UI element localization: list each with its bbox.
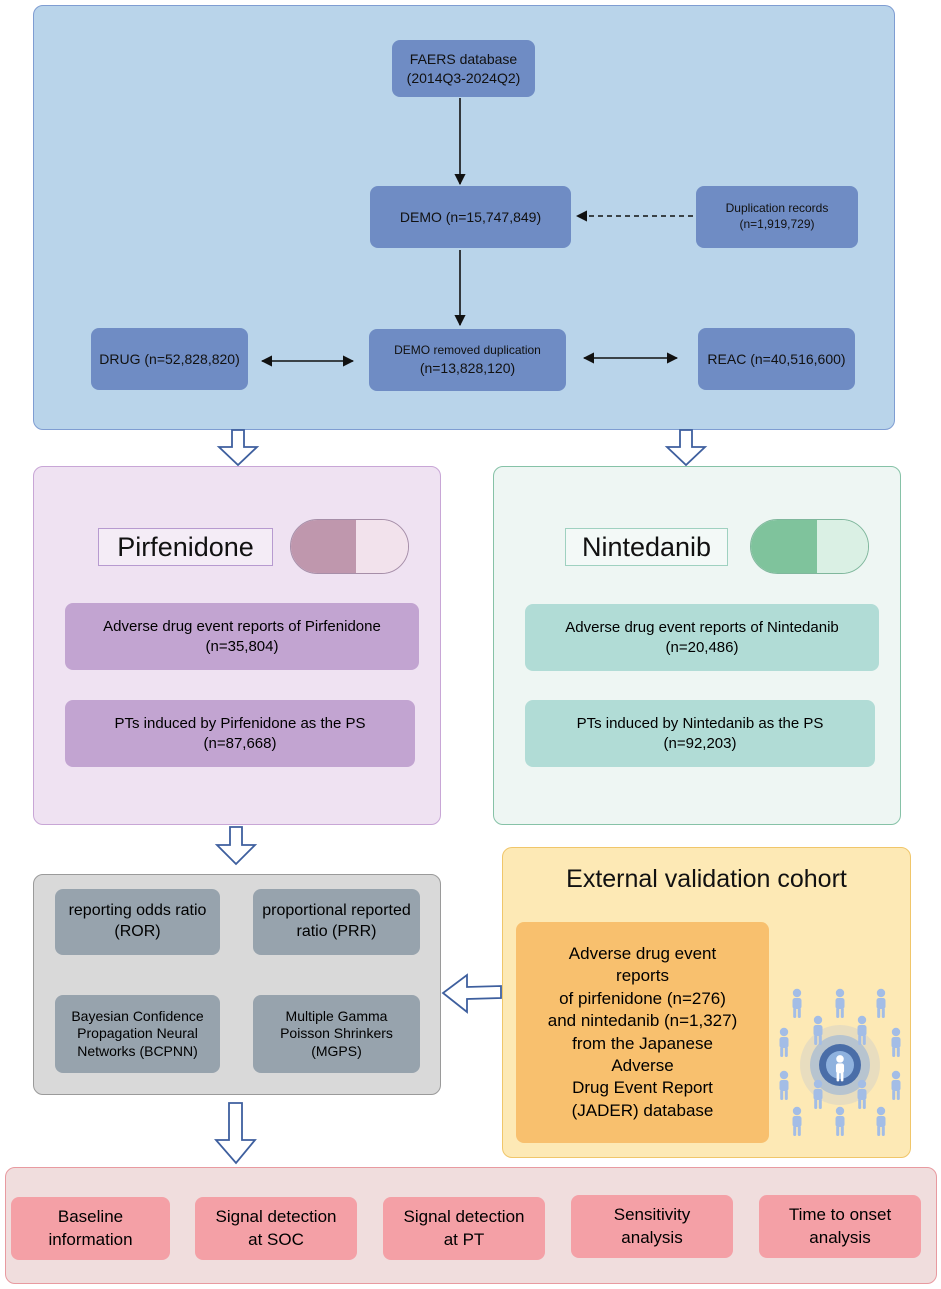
outcome-pt-box: Signal detection at PT bbox=[383, 1197, 545, 1260]
external-box: Adverse drug event reports of pirfenidon… bbox=[516, 922, 769, 1143]
outcome-sensitivity-line-2: analysis bbox=[621, 1227, 683, 1247]
pirfenidone-reports-label: Adverse drug event reports of Pirfenidon… bbox=[103, 618, 381, 635]
pirfenidone-reports-count: (n=35,804) bbox=[205, 637, 279, 655]
duplication-label: Duplication records bbox=[725, 201, 829, 216]
nintedanib-pts-label: PTs induced by Nintedanib as the PS bbox=[576, 715, 824, 732]
nintedanib-reports-count: (n=20,486) bbox=[665, 638, 739, 656]
nintedanib-pts-box: PTs induced by Nintedanib as the PS (n=9… bbox=[525, 700, 875, 767]
nintedanib-title: Nintedanib bbox=[565, 528, 728, 566]
ror-label: reporting odds ratio bbox=[68, 902, 207, 920]
pirfenidone-pts-label: PTs induced by Pirfenidone as the PS bbox=[114, 715, 366, 732]
mgps-label-3: (MGPS) bbox=[311, 1042, 362, 1059]
outcome-baseline-line-1: Baseline bbox=[57, 1207, 124, 1227]
external-line-1: Adverse drug event bbox=[568, 943, 717, 963]
pirfenidone-pts-box: PTs induced by Pirfenidone as the PS (n=… bbox=[65, 700, 415, 767]
drug-box: DRUG (n=52,828,820) bbox=[91, 328, 248, 390]
outcome-soc-line-2: at SOC bbox=[248, 1229, 304, 1249]
block-arrow-to-nintedanib bbox=[664, 429, 708, 467]
mgps-label-2: Poisson Shrinkers bbox=[280, 1025, 393, 1042]
nintedanib-reports-label: Adverse drug event reports of Nintedanib bbox=[565, 619, 839, 636]
outcome-pt-line-2: at PT bbox=[443, 1229, 485, 1249]
external-line-8: (JADER) database bbox=[571, 1100, 714, 1120]
outcome-soc-box: Signal detection at SOC bbox=[195, 1197, 357, 1260]
pirfenidone-pts-count: (n=87,668) bbox=[203, 734, 277, 752]
external-line-6: Adverse bbox=[611, 1055, 674, 1075]
outcome-onset-line-2: analysis bbox=[809, 1227, 871, 1247]
reac-box: REAC (n=40,516,600) bbox=[698, 328, 855, 390]
outcome-onset-line-1: Time to onset bbox=[788, 1205, 892, 1225]
drug-label: DRUG (n=52,828,820) bbox=[99, 350, 240, 367]
pirfenidone-title-text: Pirfenidone bbox=[117, 531, 254, 562]
outcome-sensitivity-line-1: Sensitivity bbox=[613, 1205, 691, 1225]
mgps-box: Multiple Gamma Poisson Shrinkers (MGPS) bbox=[253, 995, 420, 1073]
external-line-5: from the Japanese bbox=[572, 1033, 713, 1053]
external-line-4: and nintedanib (n=1,327) bbox=[547, 1011, 738, 1031]
reac-label: REAC (n=40,516,600) bbox=[707, 350, 846, 367]
pirfenidone-reports-box: Adverse drug event reports of Pirfenidon… bbox=[65, 603, 419, 670]
bcpnn-label-3: Networks (BCPNN) bbox=[77, 1042, 198, 1059]
ror-abbrev: (ROR) bbox=[114, 923, 161, 940]
prr-box: proportional reported ratio (PRR) bbox=[253, 889, 420, 955]
block-arrow-to-methods bbox=[214, 826, 258, 866]
bcpnn-label-2: Propagation Neural bbox=[77, 1025, 198, 1042]
outcome-soc-line-1: Signal detection bbox=[215, 1207, 337, 1227]
people-network-icon bbox=[779, 988, 901, 1136]
mgps-label-1: Multiple Gamma bbox=[285, 1007, 388, 1024]
demo-box: DEMO (n=15,747,849) bbox=[370, 186, 571, 248]
bcpnn-box: Bayesian Confidence Propagation Neural N… bbox=[55, 995, 220, 1073]
pirfenidone-title: Pirfenidone bbox=[98, 528, 273, 566]
demo-removed-label: DEMO removed duplication bbox=[394, 343, 541, 358]
external-title: External validation cohort bbox=[566, 865, 847, 893]
outcome-baseline-line-2: information bbox=[48, 1229, 133, 1249]
bcpnn-label-1: Bayesian Confidence bbox=[71, 1007, 204, 1024]
external-line-7: Drug Event Report bbox=[572, 1078, 713, 1098]
pirfenidone-pill-icon bbox=[290, 519, 409, 574]
ror-box: reporting odds ratio (ROR) bbox=[55, 889, 220, 955]
duplication-box: Duplication records (n=1,919,729) bbox=[696, 186, 858, 248]
outcome-sensitivity-box: Sensitivity analysis bbox=[571, 1195, 733, 1258]
demo-label: DEMO (n=15,747,849) bbox=[399, 208, 542, 225]
external-line-3: of pirfenidone (n=276) bbox=[559, 988, 726, 1008]
outcome-pt-line-1: Signal detection bbox=[403, 1207, 525, 1227]
nintedanib-reports-box: Adverse drug event reports of Nintedanib… bbox=[525, 604, 879, 671]
duplication-count: (n=1,919,729) bbox=[739, 217, 815, 231]
outcome-baseline-box: Baseline information bbox=[11, 1197, 170, 1260]
nintedanib-title-text: Nintedanib bbox=[581, 531, 712, 562]
faers-database-period: (2014Q3-2024Q2) bbox=[406, 69, 521, 86]
nintedanib-pill-icon bbox=[750, 519, 869, 574]
faers-database-label: FAERS database bbox=[409, 51, 518, 68]
nintedanib-pts-count: (n=92,203) bbox=[663, 734, 737, 752]
outcome-onset-box: Time to onset analysis bbox=[759, 1195, 921, 1258]
demo-removed-box: DEMO removed duplication (n=13,828,120) bbox=[369, 329, 566, 391]
prr-abbrev: ratio (PRR) bbox=[296, 923, 377, 940]
prr-label: proportional reported bbox=[262, 902, 411, 920]
demo-removed-count: (n=13,828,120) bbox=[419, 359, 516, 376]
external-line-2: reports bbox=[616, 966, 669, 986]
block-arrow-external-to-methods bbox=[441, 973, 502, 1014]
faers-database-box: FAERS database (2014Q3-2024Q2) bbox=[392, 40, 535, 97]
block-arrow-to-outcomes bbox=[214, 1102, 257, 1165]
block-arrow-to-pirfenidone bbox=[216, 429, 260, 467]
